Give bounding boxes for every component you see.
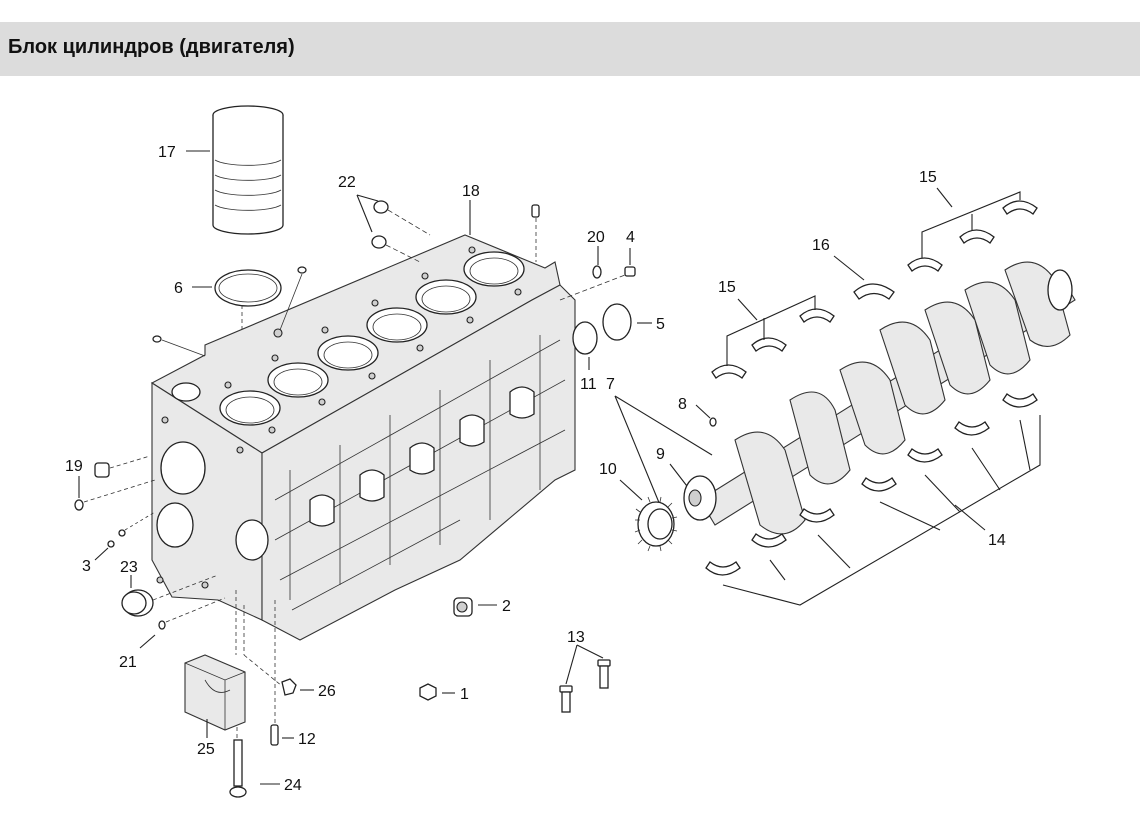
- part-seal-ring-11: [572, 321, 598, 355]
- part-crankshaft: [683, 261, 1076, 535]
- part-plug-3: [107, 540, 115, 548]
- callout-19: 19: [65, 458, 83, 475]
- callout-21: 21: [119, 654, 137, 671]
- part-timing-gear: [634, 496, 678, 552]
- callout-8: 8: [678, 396, 687, 413]
- callout-5: 5: [656, 316, 665, 333]
- part-seal-20: [592, 265, 602, 279]
- page-header: Блок цилиндров (двигателя): [0, 22, 1140, 76]
- part-cover-plug-5: [602, 303, 632, 341]
- callout-16: 16: [812, 237, 830, 254]
- callout-1: 1: [460, 686, 469, 703]
- part-seal-21: [158, 620, 166, 630]
- callout-4: 4: [626, 229, 635, 246]
- callout-23: 23: [120, 559, 138, 576]
- part-dowel-ring-lower: [371, 235, 387, 249]
- part-upper-bearing-shells-right: [907, 200, 1038, 272]
- callout-20: 20: [587, 229, 605, 246]
- callout-14: 14: [988, 532, 1006, 549]
- part-plug-4: [624, 266, 636, 277]
- part-liner-seal-ring: [214, 269, 282, 307]
- part-main-bearing-cap: [184, 654, 246, 731]
- part-dowel-ring-upper: [373, 200, 389, 214]
- callout-26: 26: [318, 683, 336, 700]
- callout-3: 3: [82, 558, 91, 575]
- callout-2: 2: [502, 598, 511, 615]
- page-title: Блок цилиндров (двигателя): [8, 36, 295, 58]
- callout-25: 25: [197, 741, 215, 758]
- callout-9: 9: [656, 446, 665, 463]
- callout-7: 7: [606, 376, 615, 393]
- callout-12: 12: [298, 731, 316, 748]
- part-pin-8: [709, 417, 717, 427]
- callout-10: 10: [599, 461, 617, 478]
- part-bolts-13: [559, 659, 611, 713]
- part-cup-plug-23: [121, 589, 154, 617]
- part-upper-bearing-shells-left: [711, 308, 835, 379]
- callout-22: 22: [338, 174, 356, 191]
- callout-24: 24: [284, 777, 302, 794]
- part-plug-top: [531, 204, 540, 218]
- callout-17: 17: [158, 144, 176, 161]
- part-bolt-12: [270, 724, 279, 746]
- part-cap-bolt-24: [229, 739, 247, 798]
- part-lower-bearing-shells: [705, 393, 1038, 576]
- callout-15-right: 15: [919, 169, 937, 186]
- part-plug-1: [419, 683, 437, 701]
- callout-6: 6: [174, 280, 183, 297]
- part-thrust-bearing: [853, 283, 895, 300]
- part-cooling-nozzle-26: [281, 678, 297, 696]
- part-seal-19: [74, 499, 84, 511]
- part-cylinder-liner: [212, 105, 284, 235]
- callout-15-left: 15: [718, 279, 736, 296]
- callout-11: 11: [580, 376, 597, 393]
- callout-13: 13: [567, 629, 585, 646]
- part-plug-19: [94, 462, 110, 478]
- callout-18: 18: [462, 183, 480, 200]
- part-engine-block: [150, 234, 576, 641]
